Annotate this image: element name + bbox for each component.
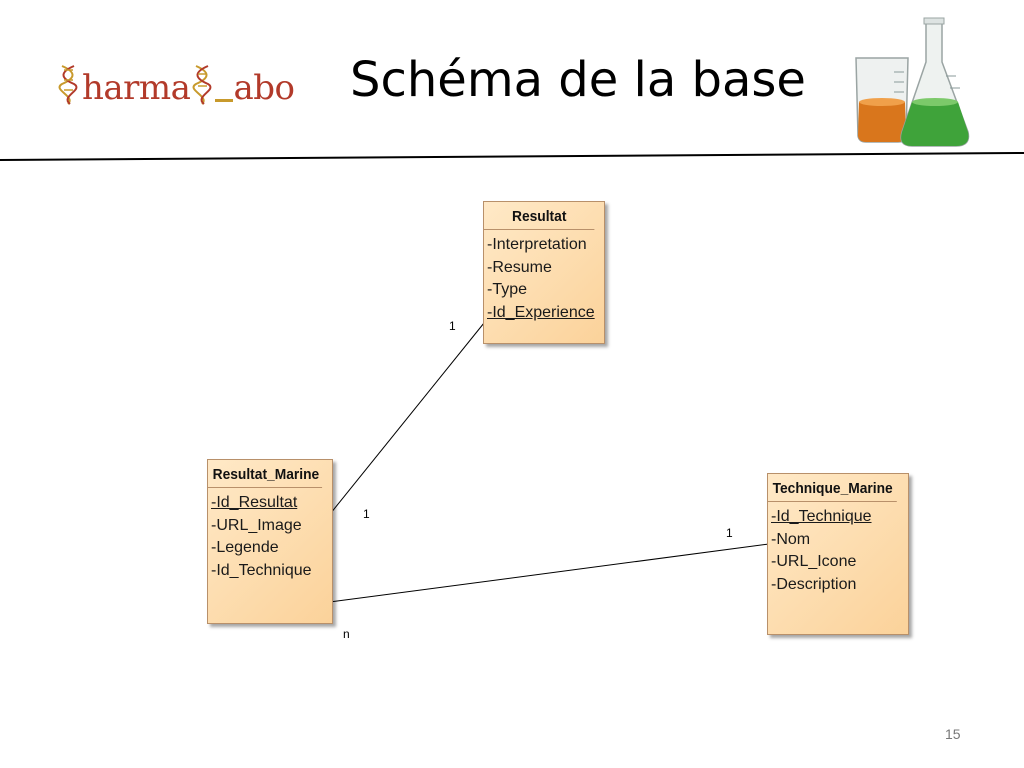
header-divider <box>0 152 1024 161</box>
relation-line-technique <box>321 543 770 604</box>
attribute-description: -Description <box>771 575 857 593</box>
cardinality-label: n <box>343 627 350 641</box>
attribute-resume: -Resume <box>487 258 552 276</box>
attribute-id-technique: -Id_Technique <box>771 508 872 525</box>
attribute-nom: -Nom <box>771 530 811 548</box>
cardinality-label: 1 <box>726 526 733 540</box>
relation-line-resultat <box>321 322 485 525</box>
dna-helix-icon <box>193 65 212 105</box>
slide-title: Schéma de la base <box>350 52 806 108</box>
slide-number: 15 <box>945 726 961 742</box>
entity-technique-marine[interactable]: Technique_Marine -Id_Technique -Nom -URL… <box>767 473 909 635</box>
logo-text-part1: harma <box>82 68 191 108</box>
dna-helix-icon <box>58 65 78 105</box>
attribute-interpretation: -Interpretation <box>487 236 587 253</box>
attribute-id-technique: -Id_Technique <box>211 561 312 579</box>
cardinality-label: 1 <box>449 319 456 333</box>
entity-resultat[interactable]: Resultat -Interpretation -Resume -Type -… <box>483 201 605 344</box>
attribute-legende: -Legende <box>211 539 279 556</box>
attribute-url-icone: -URL_Icone <box>771 553 857 570</box>
entity-title: Technique_Marine <box>768 474 897 502</box>
pharmalabo-logo: harma abo <box>58 52 295 108</box>
logo-underscore <box>215 99 234 102</box>
logo-text-part2: abo <box>233 68 295 108</box>
entity-resultat-marine[interactable]: Resultat_Marine -Id_Resultat -URL_Image … <box>207 459 333 624</box>
attribute-url-image: -URL_Image <box>211 516 302 534</box>
attribute-id-resultat: -Id_Resultat <box>211 494 298 511</box>
attribute-type: -Type <box>487 281 528 298</box>
entity-title: Resultat_Marine <box>208 460 323 488</box>
cardinality-label: 1 <box>363 507 370 521</box>
lab-glassware-icon <box>855 17 970 147</box>
attribute-id-experience: -Id_Experience <box>487 303 595 321</box>
entity-title: Resultat <box>484 202 595 230</box>
